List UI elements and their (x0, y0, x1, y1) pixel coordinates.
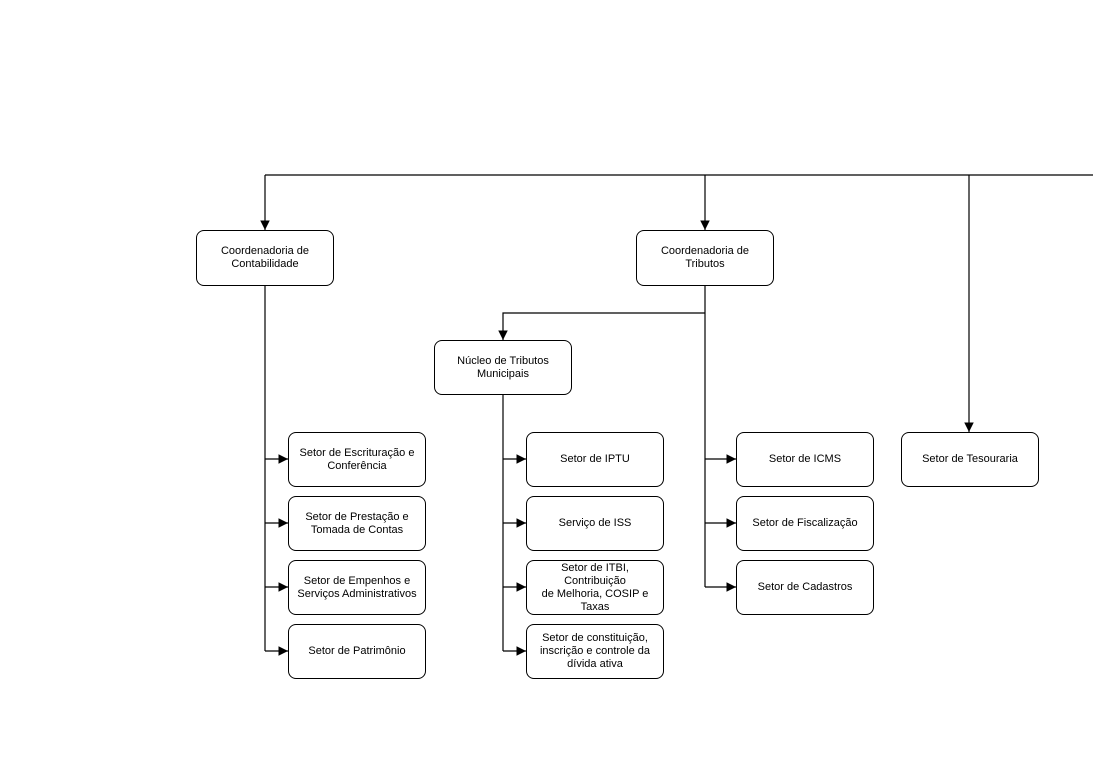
node-label: Setor de ICMS (768, 453, 842, 465)
node-label: Setor de Tesouraria (922, 453, 1018, 465)
node-servico-iss[interactable]: Serviço de ISS (526, 496, 664, 551)
node-setor-iptu[interactable]: Setor de IPTU (526, 432, 664, 487)
node-nucleo-tributos[interactable]: Núcleo de Tributos Municipais (434, 340, 572, 395)
node-label: Setor de Prestação e Tomada de Contas (305, 510, 409, 536)
node-label: Setor de Fiscalização (752, 517, 858, 529)
node-label: Setor de Escrituração e Conferência (299, 446, 415, 472)
node-label: Setor de constituição, inscrição e contr… (539, 632, 651, 670)
node-label: Setor de Patrimônio (308, 645, 406, 657)
node-setor-itbi[interactable]: Setor de ITBI, Contribuição de Melhoria,… (526, 560, 664, 615)
node-coord-contabilidade[interactable]: Coordenadoria de Contabilidade (196, 230, 334, 286)
node-label: Serviço de ISS (558, 517, 632, 529)
node-setor-divida[interactable]: Setor de constituição, inscrição e contr… (526, 624, 664, 679)
node-coord-tributos[interactable]: Coordenadoria de Tributos (636, 230, 774, 286)
node-setor-tesouraria[interactable]: Setor de Tesouraria (901, 432, 1039, 487)
node-label: Núcleo de Tributos Municipais (457, 354, 549, 380)
node-setor-icms[interactable]: Setor de ICMS (736, 432, 874, 487)
node-label: Setor de Empenhos e Serviços Administrat… (297, 574, 417, 600)
node-label: Setor de Cadastros (757, 581, 853, 593)
node-setor-cadastros[interactable]: Setor de Cadastros (736, 560, 874, 615)
node-label: Coordenadoria de Tributos (660, 245, 750, 270)
node-label: Coordenadoria de Contabilidade (220, 245, 310, 270)
node-setor-escrituracao[interactable]: Setor de Escrituração e Conferência (288, 432, 426, 487)
node-setor-prestacao[interactable]: Setor de Prestação e Tomada de Contas (288, 496, 426, 551)
node-setor-empenhos[interactable]: Setor de Empenhos e Serviços Administrat… (288, 560, 426, 615)
node-label: Setor de IPTU (560, 453, 630, 465)
node-setor-patrimonio[interactable]: Setor de Patrimônio (288, 624, 426, 679)
arrow-to-nucleo (498, 312, 705, 340)
node-label: Setor de ITBI, Contribuição de Melhoria,… (541, 561, 649, 613)
node-setor-fiscalizacao[interactable]: Setor de Fiscalização (736, 496, 874, 551)
